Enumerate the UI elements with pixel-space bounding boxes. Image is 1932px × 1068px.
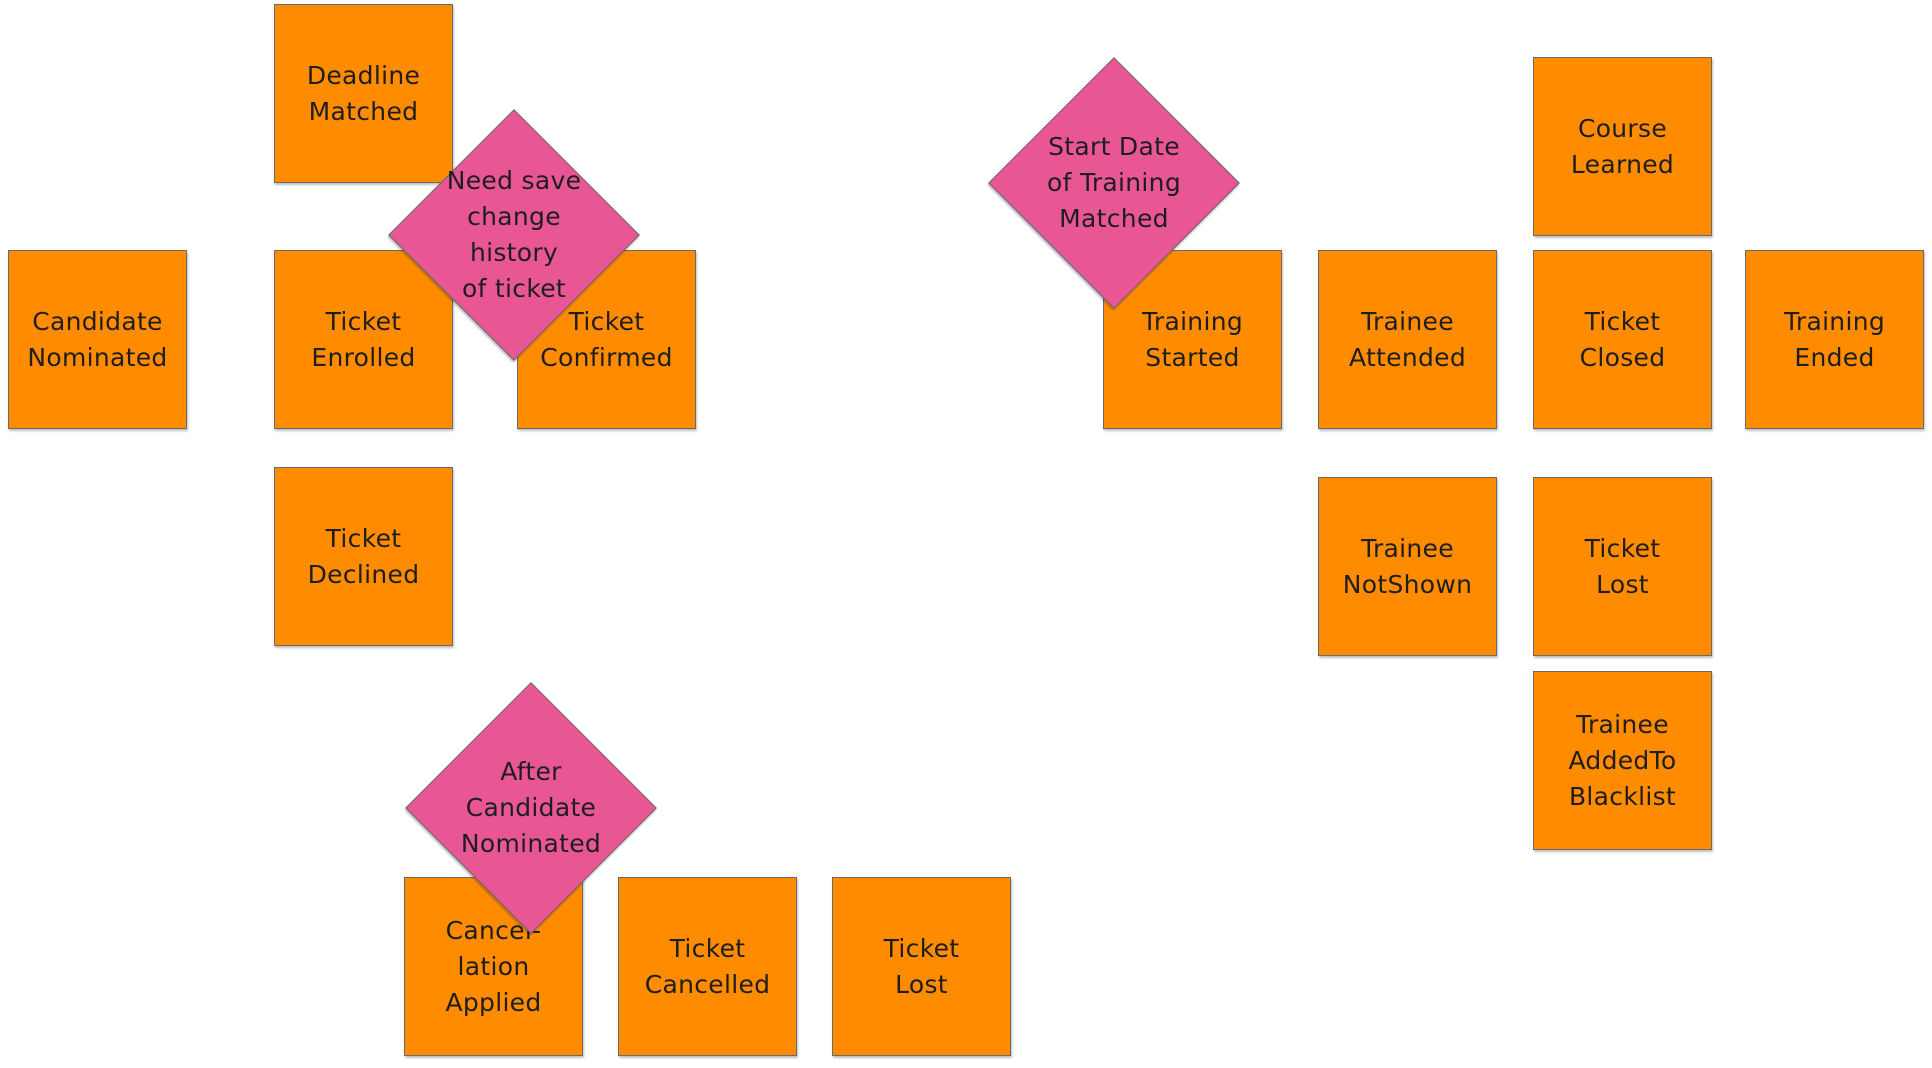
note-deadline-matched: Deadline Matched xyxy=(274,4,453,183)
note-candidate-nominated: Candidate Nominated xyxy=(8,250,187,429)
note-ticket-declined: Ticket Declined xyxy=(274,467,453,646)
note-ticket-enrolled: Ticket Enrolled xyxy=(274,250,453,429)
note-training-started: Training Started xyxy=(1103,250,1282,429)
hotspot-text: Start Date of Training Matched xyxy=(1047,132,1181,233)
note-trainee-attended: Trainee Attended xyxy=(1318,250,1497,429)
note-ticket-lost-right: Ticket Lost xyxy=(1533,477,1712,656)
hotspot-text: After Candidate Nominated xyxy=(460,757,602,858)
note-ticket-closed: Ticket Closed xyxy=(1533,250,1712,429)
note-ticket-cancelled: Ticket Cancelled xyxy=(618,877,797,1056)
hotspot-text: Need save change history of ticket xyxy=(446,166,582,303)
note-ticket-lost-left: Ticket Lost xyxy=(832,877,1011,1056)
note-training-ended: Training Ended xyxy=(1745,250,1924,429)
note-trainee-notshown: Trainee NotShown xyxy=(1318,477,1497,656)
note-trainee-added-to-blacklist: Trainee AddedTo Blacklist xyxy=(1533,671,1712,850)
note-course-learned: Course Learned xyxy=(1533,57,1712,236)
